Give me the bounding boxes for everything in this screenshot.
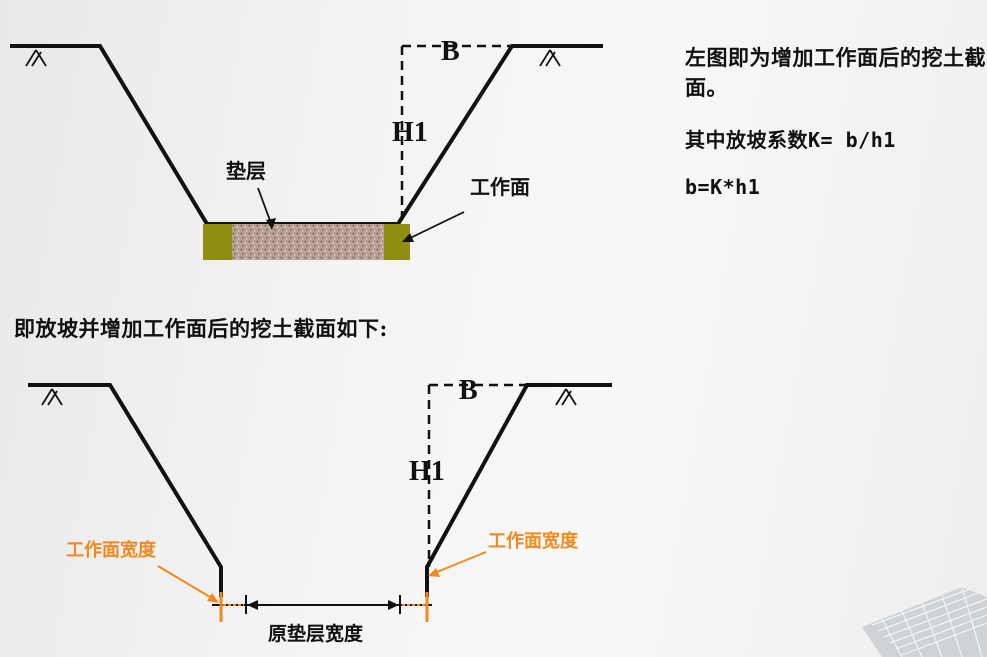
- decorative-grid-icon: [862, 586, 987, 657]
- note-line-1: 左图即为增加工作面后的挖土截面。: [685, 45, 986, 100]
- work-width-pointer-left: [157, 565, 216, 601]
- work-width-arrow-right: [428, 568, 440, 577]
- trench-profile-2-right: [425, 383, 612, 597]
- work-face-pointer-line: [405, 211, 465, 241]
- label-cushion: 垫层: [226, 159, 266, 183]
- work-width-arrow-left: [207, 593, 219, 603]
- arrowhead-cushion-left: [247, 600, 258, 610]
- note-line-2: 其中放坡系数K= b/h1: [685, 128, 896, 152]
- work-face-left-block: [203, 224, 232, 260]
- trench-profile-2: [28, 383, 223, 597]
- ground-hatch-right-2: [555, 388, 577, 406]
- label-work-width-right: 工作面宽度: [488, 530, 579, 552]
- work-width-pointer-right: [431, 551, 487, 575]
- ground-hatch-left-1: [25, 49, 47, 67]
- label-work-face: 工作面: [470, 175, 530, 199]
- cushion-layer: [232, 224, 384, 260]
- ground-hatch-left-2: [41, 388, 63, 406]
- label-cushion-width: 原垫层宽度: [268, 622, 364, 645]
- label-h1-1: H1: [392, 117, 428, 148]
- note-line-3: b=K*h1: [685, 175, 761, 199]
- diagram-1: B H1 垫层 工作面: [10, 36, 603, 260]
- label-work-width-left: 工作面宽度: [66, 539, 157, 561]
- arrowhead-cushion-right: [388, 600, 399, 610]
- label-h1-2: H1: [409, 456, 445, 487]
- ground-hatch-right-1: [539, 49, 561, 67]
- label-b-2: B: [459, 375, 478, 406]
- label-b-1: B: [441, 36, 460, 67]
- caption-text: 即放坡并增加工作面后的挖土截面如下:: [14, 316, 388, 341]
- work-face-pointer-arrow: [402, 233, 414, 242]
- diagram-2: B H1 原垫层宽度 工作面宽度 工作面宽度: [28, 375, 612, 645]
- cushion-pointer-arrow: [266, 218, 276, 230]
